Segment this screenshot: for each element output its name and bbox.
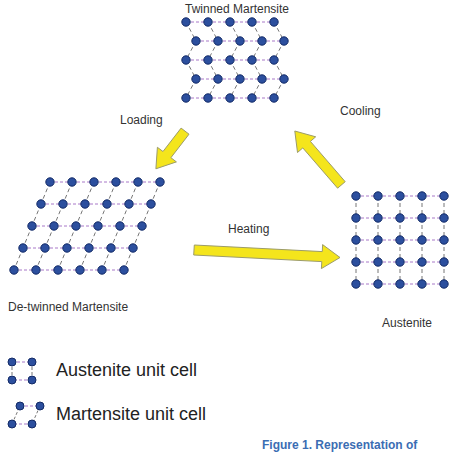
process-label: Loading [118, 113, 165, 127]
phase-label: Austenite [380, 316, 434, 330]
legend-text: Martensite unit cell [56, 404, 206, 425]
process-arrow [194, 245, 340, 269]
legend-text: Austenite unit cell [56, 360, 197, 381]
phase-label: De-twinned Martensite [6, 300, 130, 314]
process-arrow [295, 131, 345, 188]
phase-label: Twinned Martensite [183, 2, 291, 16]
process-arrow [156, 128, 189, 169]
unit-cell-sample [6, 356, 50, 386]
unit-cell-sample [6, 400, 50, 430]
lattice-panel: Twinned Martensite [172, 0, 302, 128]
lattice-panel: De-twinned Martensite [4, 172, 190, 318]
legend-entry: Austenite unit cell [6, 356, 306, 386]
process-label: Heating [226, 222, 271, 236]
legend-entry: Martensite unit cell [6, 400, 306, 430]
lattice-panel: Austenite [344, 188, 470, 334]
crystal-lattice [344, 188, 470, 334]
figure-caption: Figure 1. Representation of [262, 438, 417, 452]
crystal-lattice [172, 0, 302, 128]
crystal-lattice [4, 172, 190, 318]
process-label: Cooling [338, 104, 383, 118]
